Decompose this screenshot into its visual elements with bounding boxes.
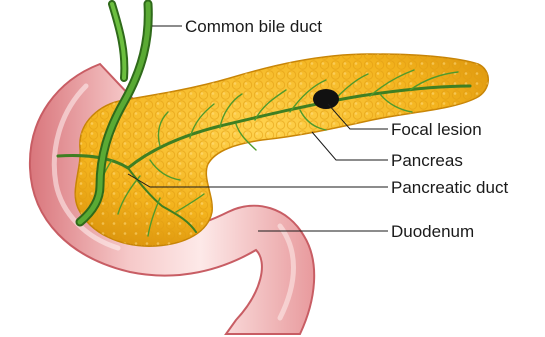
leader-pancreas — [312, 132, 388, 160]
label-focal-lesion: Focal lesion — [391, 120, 482, 139]
focal-lesion-mark — [313, 89, 339, 109]
label-common-bile-duct: Common bile duct — [185, 17, 322, 36]
label-duodenum: Duodenum — [391, 222, 474, 241]
label-pancreas: Pancreas — [391, 151, 463, 170]
label-pancreatic-duct: Pancreatic duct — [391, 178, 508, 197]
